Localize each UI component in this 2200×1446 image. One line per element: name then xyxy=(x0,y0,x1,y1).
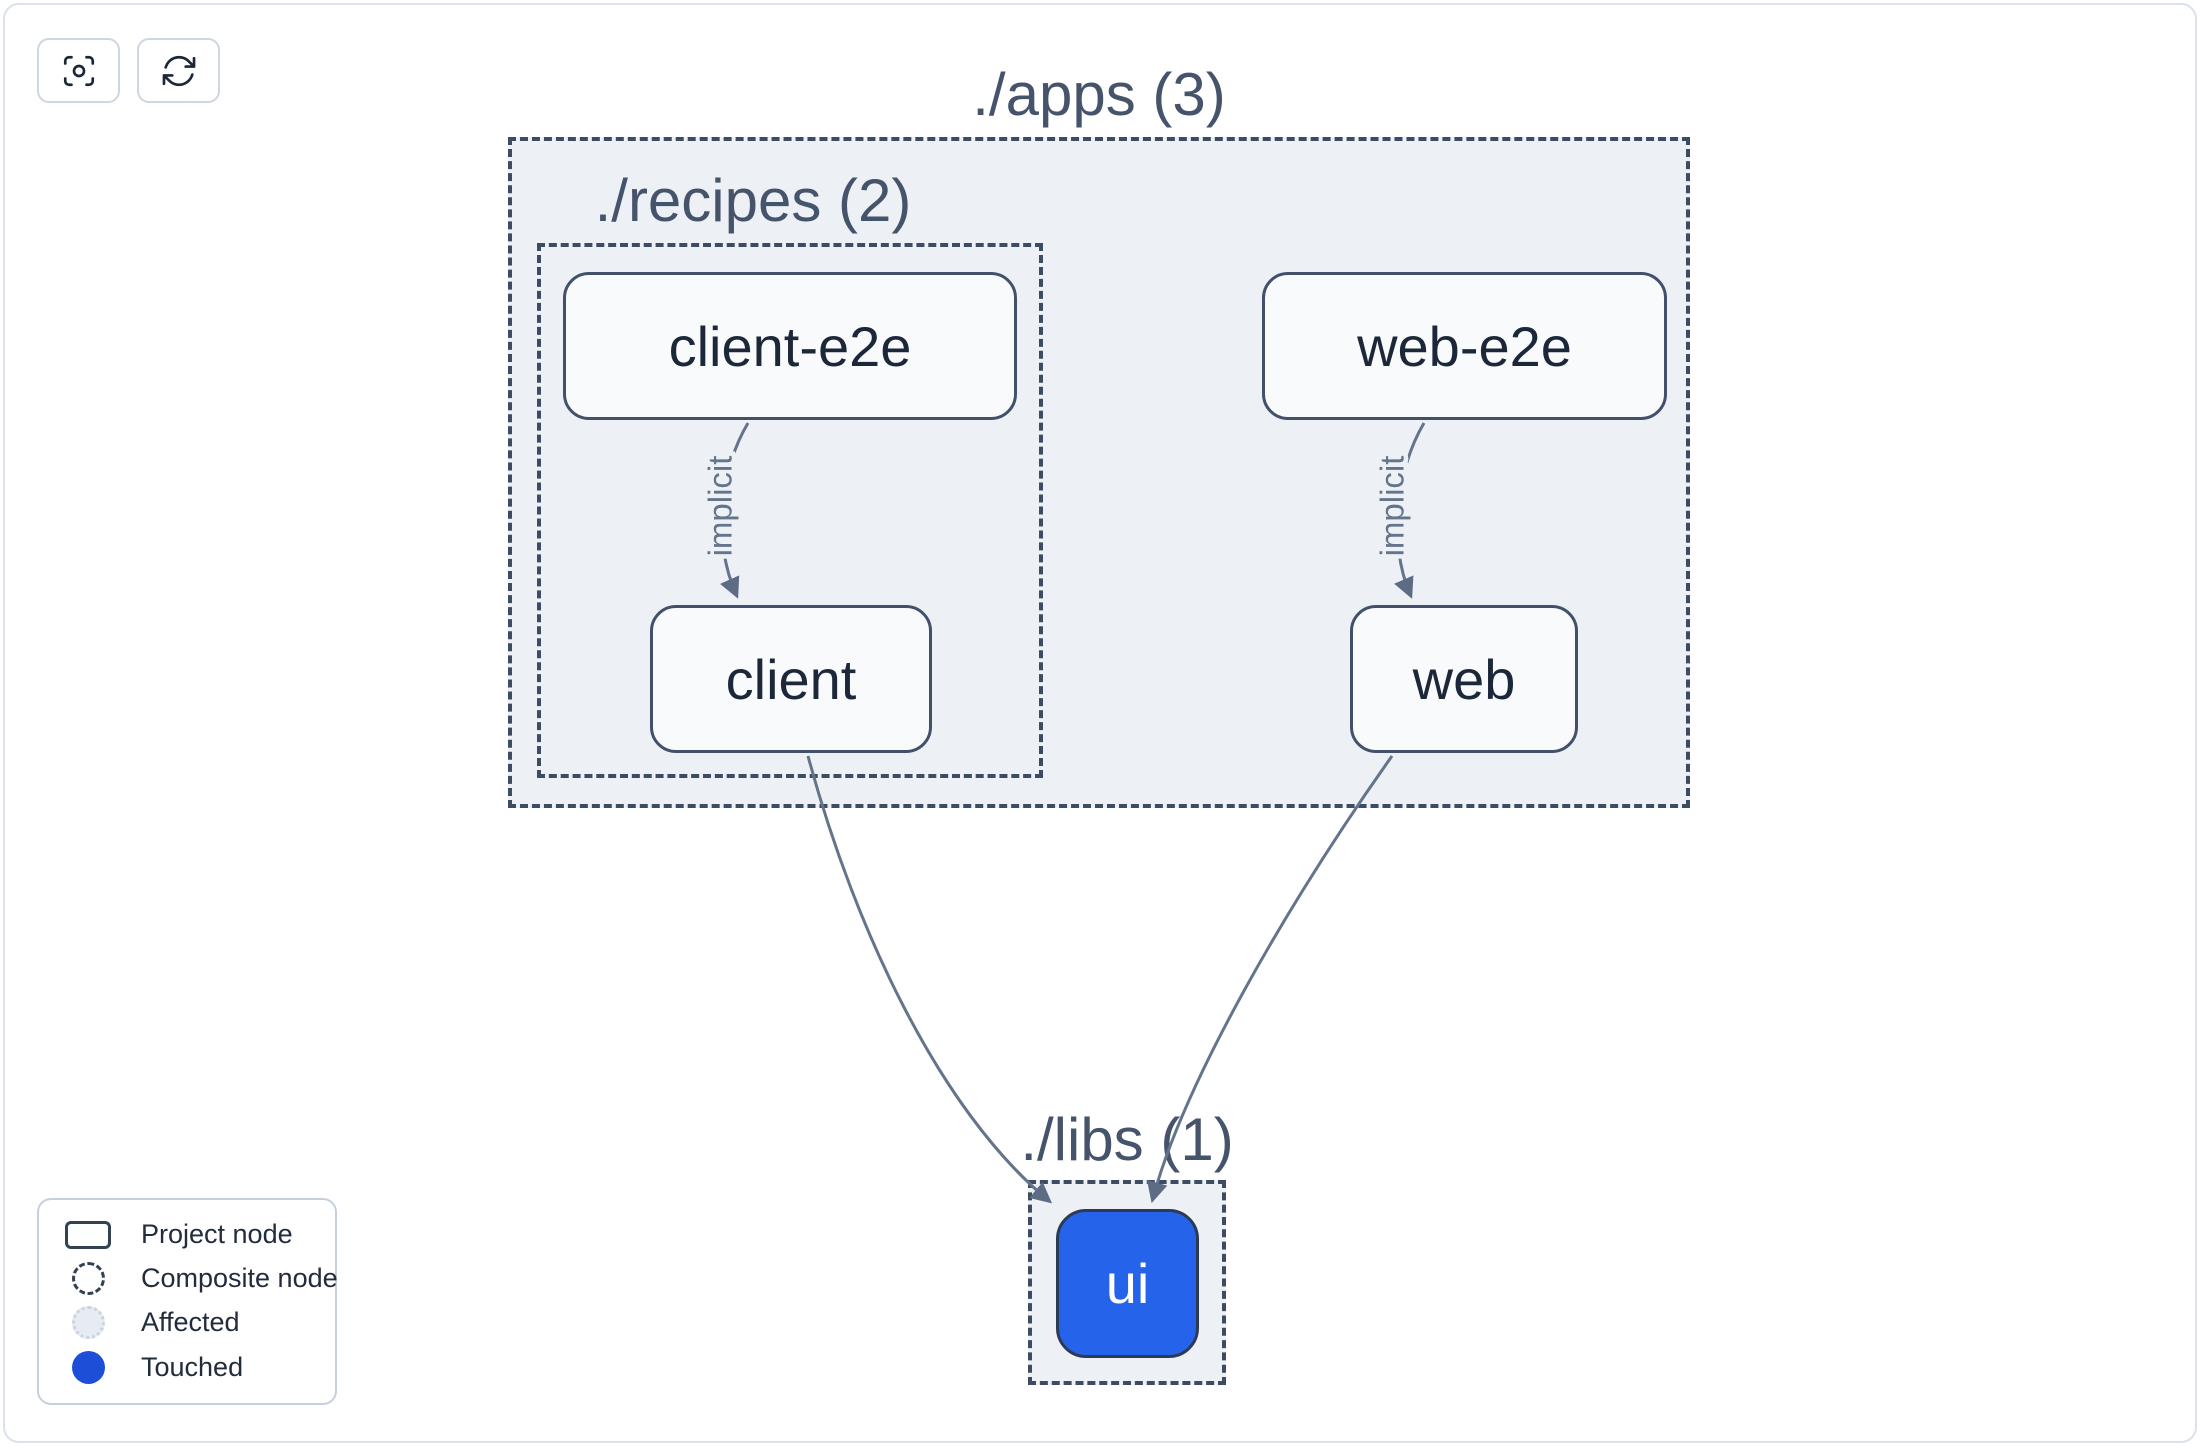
legend-label: Affected xyxy=(141,1307,240,1338)
legend-row-project-node: Project node xyxy=(39,1219,335,1250)
legend-row-touched: Touched xyxy=(39,1350,335,1384)
touched-node-icon xyxy=(71,1350,105,1384)
affected-node-icon xyxy=(71,1306,105,1340)
project-node-web[interactable]: web xyxy=(1350,605,1578,753)
edge-client-e2e-to-client[interactable] xyxy=(720,422,750,599)
legend-panel: Project node Composite node Affected Tou… xyxy=(37,1198,338,1405)
focus-view-button[interactable] xyxy=(37,38,120,103)
project-node-client-e2e[interactable]: client-e2e xyxy=(563,272,1017,420)
project-node-ui-touched[interactable]: ui xyxy=(1056,1209,1199,1358)
refresh-icon xyxy=(162,55,195,86)
viewfinder-icon xyxy=(63,55,94,86)
group-label-apps: ./apps (3) xyxy=(972,61,1226,128)
refresh-graph-button[interactable] xyxy=(137,38,220,103)
legend-row-composite-node: Composite node xyxy=(39,1261,338,1295)
edge-client-to-ui[interactable] xyxy=(806,755,1053,1204)
project-node-web-e2e[interactable]: web-e2e xyxy=(1262,272,1667,420)
legend-label: Composite node xyxy=(141,1262,338,1293)
edge-web-to-ui[interactable] xyxy=(1146,755,1394,1204)
legend-label: Project node xyxy=(141,1219,293,1250)
project-node-icon xyxy=(65,1220,111,1249)
legend-label: Touched xyxy=(141,1351,244,1382)
composite-node-icon xyxy=(71,1261,105,1295)
group-box-recipes[interactable] xyxy=(537,243,1043,778)
legend-row-affected: Affected xyxy=(39,1306,335,1340)
project-node-client[interactable]: client xyxy=(650,605,932,753)
edge-web-e2e-to-web[interactable] xyxy=(1394,422,1426,599)
